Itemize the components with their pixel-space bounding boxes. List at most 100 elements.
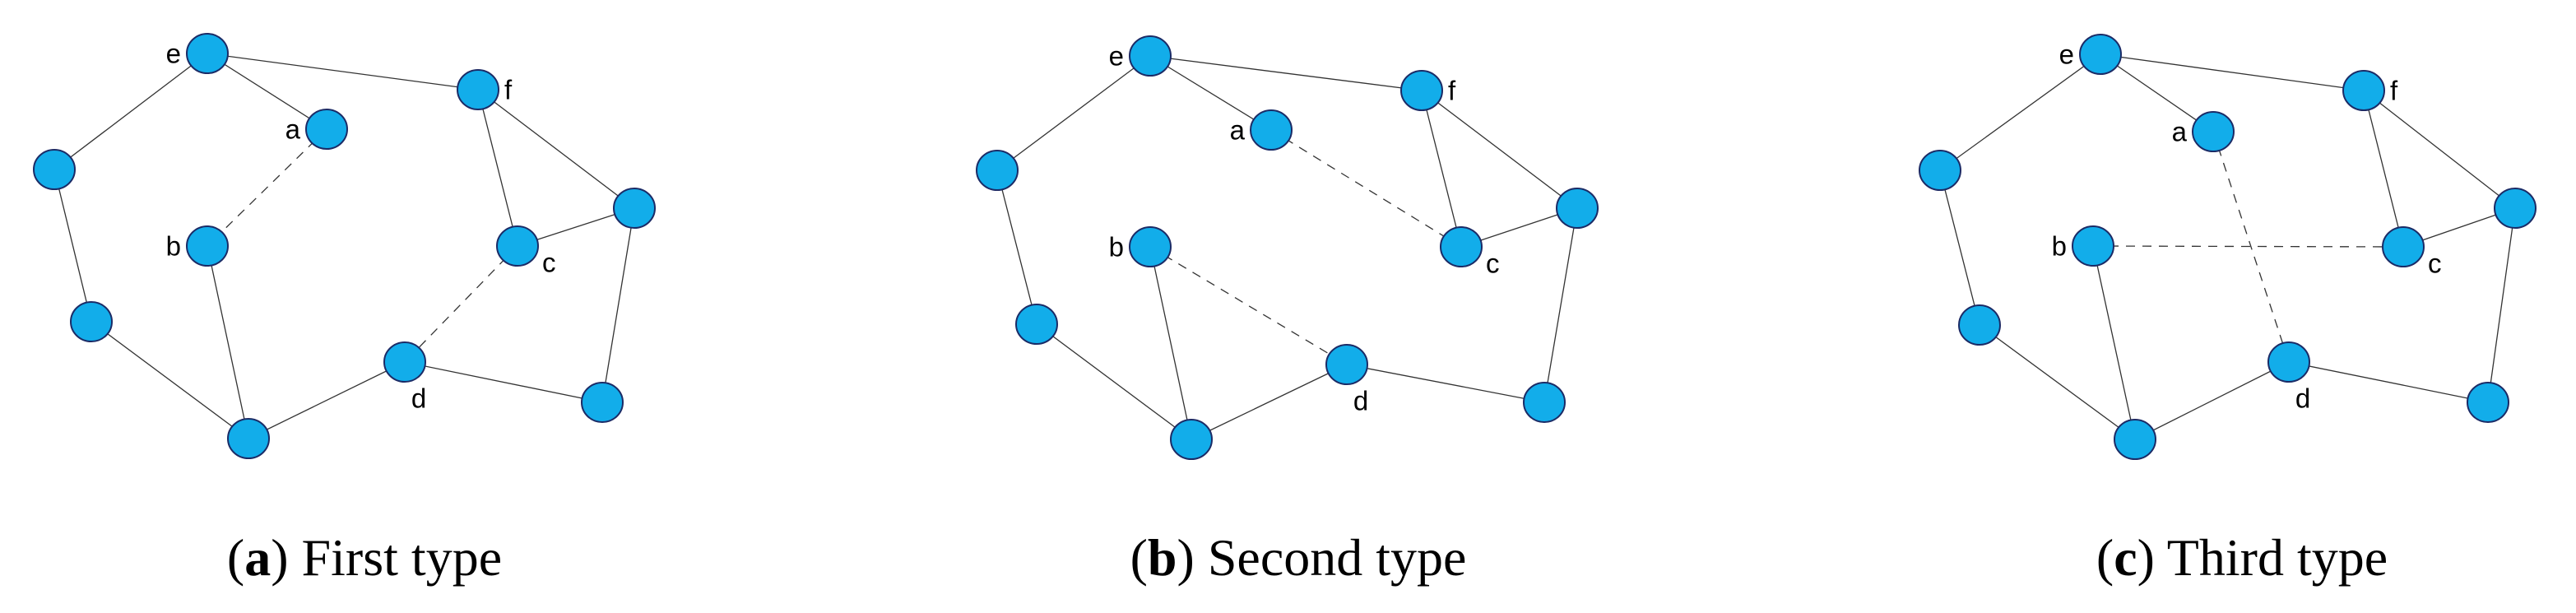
graph-node (33, 149, 76, 190)
graph-edge-dashed (404, 245, 518, 363)
graph-edge-solid (91, 321, 249, 439)
graph-node-e (186, 33, 229, 74)
graph-edge-solid (601, 207, 635, 403)
graph-node (1958, 304, 2001, 346)
graph-edge-solid (2288, 361, 2489, 403)
graph-edge-solid (1149, 55, 1423, 91)
graph-edge-solid (2363, 90, 2404, 248)
graph-node-label-e: e (166, 39, 181, 69)
graph-node-label-a: a (2172, 117, 2188, 147)
caption-paren-close: ) (271, 528, 289, 587)
graph-node (1919, 150, 1961, 191)
caption-text: Third type (2154, 528, 2388, 587)
graph-node-d (2267, 341, 2310, 383)
graph-node-label-e: e (1109, 41, 1124, 72)
graph-edge-solid (2363, 90, 2516, 209)
graph-edge-solid (1939, 170, 1980, 326)
graph-edge-dashed (2212, 131, 2290, 363)
graph-node-c (2382, 226, 2425, 267)
graph-edge-solid (477, 89, 635, 209)
graph-node-label-d: d (411, 383, 426, 414)
graph-edge-dashed (1270, 129, 1462, 248)
graph-node-label-c: c (1486, 248, 1500, 279)
graph-node-label-b: b (166, 231, 181, 262)
caption-paren-open: ( (1130, 528, 1148, 587)
caption-text: First type (288, 528, 503, 587)
graph-node (2467, 382, 2509, 423)
caption-paren-open: ( (2096, 528, 2114, 587)
graph-edge-solid (207, 53, 479, 91)
caption-first-type: (a) First type (226, 528, 503, 587)
graph-edge-solid (1543, 207, 1578, 403)
graph-node-label-b: b (1109, 232, 1124, 262)
graph-edge-solid (1191, 364, 1348, 440)
graph-node (613, 188, 656, 229)
graph-node-label-d: d (1353, 386, 1368, 416)
graph-node-b (2072, 225, 2114, 267)
graph-node-b (186, 225, 229, 267)
graph-edge-solid (1036, 323, 1192, 440)
graph-node (2494, 188, 2537, 229)
graph-edge-solid (996, 170, 1037, 325)
graph-node (70, 301, 113, 342)
graph-node (1523, 382, 1566, 423)
graph-node-e (2079, 34, 2122, 75)
graph-edge-solid (2487, 207, 2516, 403)
caption-paren-open: ( (226, 528, 245, 587)
caption-index: c (2114, 528, 2137, 587)
caption-paren-close: ) (2137, 528, 2155, 587)
graph-node-d (383, 341, 426, 383)
caption-text: Second type (1194, 528, 1467, 587)
graph-node-c (496, 225, 539, 267)
graph-node-e (1129, 35, 1172, 77)
graph-node (1015, 304, 1058, 345)
graph-node (2114, 419, 2156, 460)
graph-node-label-c: c (2428, 248, 2442, 279)
graph-edge-dashed (2092, 245, 2404, 248)
graph-node-c (1440, 226, 1483, 267)
graph-edge-solid (207, 245, 249, 439)
graph-node-d (1325, 344, 1368, 385)
caption-index: a (244, 528, 272, 587)
graph-edge-solid (1939, 53, 2101, 171)
graph-edge-solid (53, 53, 208, 170)
caption-index: b (1147, 528, 1177, 587)
caption-second-type: (b) Second type (1130, 528, 1467, 587)
graph-edge-solid (1421, 90, 1578, 209)
graph-node-f (1400, 70, 1443, 111)
graph-node-label-f: f (1448, 76, 1456, 106)
graph-node-f (457, 69, 499, 110)
graph-node-f (2342, 70, 2385, 111)
graph-edge-dashed (207, 128, 327, 247)
graph-node-label-e: e (2059, 39, 2074, 70)
caption-paren-close: ) (1177, 528, 1195, 587)
graph-node-label-d: d (2295, 383, 2310, 414)
graph-edge-solid (1149, 246, 1192, 440)
graph-edge-solid (2100, 53, 2214, 132)
graph-node-label-f: f (2390, 76, 2398, 106)
graph-edge-solid (1979, 324, 2136, 440)
graph-node-a (1250, 109, 1293, 151)
graph-edge-solid (404, 361, 603, 403)
graph-edge-solid (53, 169, 92, 323)
graph-node-a (2192, 111, 2235, 152)
graph-node-label-a: a (285, 114, 301, 145)
graph-node-label-c: c (542, 248, 556, 278)
graph-edge-solid (996, 55, 1151, 171)
graph-node-a (305, 109, 348, 150)
graph-node-b (1129, 226, 1172, 267)
graph-node (581, 382, 624, 423)
graph-node (1556, 188, 1599, 229)
graph-node (1170, 419, 1213, 460)
graph-edge-solid (477, 89, 518, 247)
graph-edge-solid (2134, 361, 2290, 440)
graph-edge-dashed (1149, 246, 1348, 365)
graph-edge-solid (1346, 364, 1545, 403)
graph-edge-solid (207, 53, 327, 130)
graph-edge-solid (1149, 55, 1272, 131)
